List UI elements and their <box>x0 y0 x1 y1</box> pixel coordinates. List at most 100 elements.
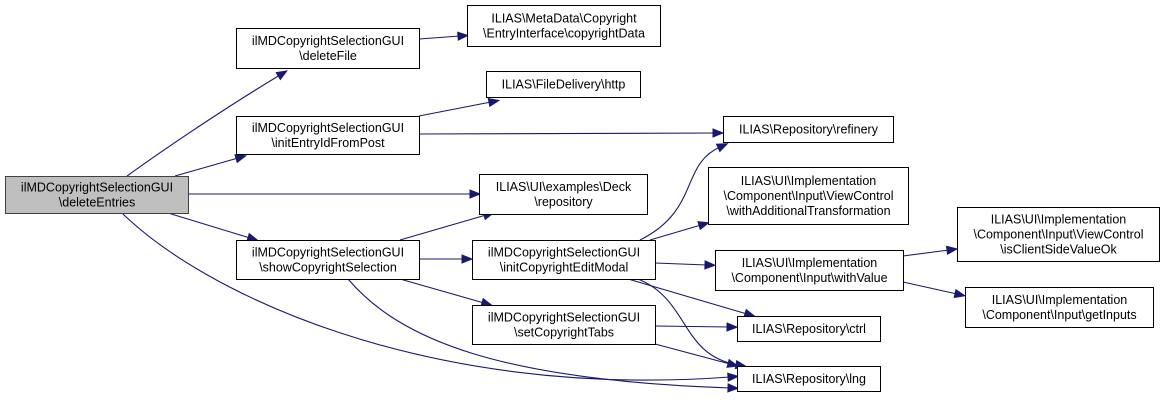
node-setCopyrightTabs[interactable]: ilMDCopyrightSelectionGUI\setCopyrightTa… <box>472 305 656 345</box>
node-label-line: ILIAS\UI\Implementation <box>742 256 878 270</box>
node-box[interactable] <box>965 287 1154 328</box>
arrowhead-icon <box>953 288 967 299</box>
edge-line <box>654 262 708 266</box>
arrowhead-icon <box>469 189 482 199</box>
edge-initCopyrightEditModal-to-withValue <box>654 260 717 270</box>
node-box[interactable] <box>467 5 661 47</box>
edge-showCopyrightSelection-to-deckRepository <box>399 211 495 241</box>
node-lng[interactable]: ILIAS\Repository\lng <box>737 366 881 392</box>
edge-line <box>399 278 485 304</box>
node-box[interactable] <box>737 366 881 392</box>
edge-line <box>654 343 731 365</box>
node-withValue[interactable]: ILIAS\UI\Implementation\Component\Input\… <box>715 250 904 291</box>
node-withAdditionalTransformation[interactable]: ILIAS\UI\Implementation\Component\Input\… <box>708 167 909 225</box>
node-label-line: \isClientSideValueOk <box>1000 243 1117 257</box>
arrowhead-icon <box>945 245 959 256</box>
node-initEntryIdFromPost[interactable]: ilMDCopyrightSelectionGUI\initEntryIdFro… <box>236 116 420 155</box>
edge-line <box>347 278 731 389</box>
edge-deleteEntries-to-initEntryIdFromPost <box>174 154 247 177</box>
edge-deleteEntries-to-lng <box>121 212 740 382</box>
edge-line <box>121 212 731 381</box>
edge-line <box>654 325 730 328</box>
node-label-line: ILIAS\UI\examples\Deck <box>496 180 632 194</box>
edge-line <box>902 249 950 257</box>
node-label-line: ilMDCopyrightSelectionGUI <box>488 311 640 325</box>
arrowhead-icon <box>487 97 501 108</box>
node-label-line: ILIAS\UI\Implementation <box>991 213 1127 227</box>
arrowhead-icon <box>712 128 725 138</box>
arrowhead-icon <box>275 70 289 81</box>
arrowhead-icon <box>726 358 740 368</box>
node-box[interactable] <box>236 28 420 69</box>
node-copyrightData[interactable]: ILIAS\MetaData\Copyright\EntryInterface\… <box>467 5 661 47</box>
node-label-line: ILIAS\UI\Implementation <box>741 174 877 188</box>
edge-line <box>418 132 716 135</box>
node-box[interactable] <box>715 250 904 291</box>
node-box[interactable] <box>236 116 420 155</box>
edge-deleteFile-to-copyrightData <box>418 31 470 41</box>
node-box[interactable] <box>479 174 648 215</box>
edge-line <box>167 212 251 239</box>
edge-showCopyrightSelection-to-initCopyrightEditModal <box>419 254 474 264</box>
node-box[interactable] <box>708 167 909 225</box>
node-label-line: ilMDCopyrightSelectionGUI <box>252 121 404 135</box>
node-label-line: ilMDCopyrightSelectionGUI <box>21 181 173 195</box>
edge-line <box>902 281 958 295</box>
edge-withValue-to-isClientSideValueOk <box>902 245 959 257</box>
node-box[interactable] <box>486 71 641 98</box>
edge-line <box>418 101 492 117</box>
node-label-line: ilMDCopyrightSelectionGUI <box>488 246 640 260</box>
edge-line <box>649 224 702 241</box>
node-refinery[interactable]: ILIAS\Repository\refinery <box>723 116 894 143</box>
arrowhead-icon <box>727 372 740 382</box>
node-box[interactable] <box>723 116 894 143</box>
node-box[interactable] <box>236 240 420 280</box>
edge-withValue-to-getInputs <box>902 281 967 299</box>
node-box[interactable] <box>472 305 656 345</box>
node-label-line: ILIAS\Repository\refinery <box>739 123 879 137</box>
edge-line <box>126 74 281 177</box>
node-label-line: ilMDCopyrightSelectionGUI <box>252 34 404 48</box>
node-label-line: \Component\Input\withValue <box>731 271 887 285</box>
node-box[interactable] <box>5 176 189 214</box>
edge-showCopyrightSelection-to-setCopyrightTabs <box>399 278 493 307</box>
edge-initCopyrightEditModal-to-refinery <box>639 143 729 241</box>
node-isClientSideValueOk[interactable]: ILIAS\UI\Implementation\Component\Input\… <box>957 207 1160 262</box>
node-showCopyrightSelection[interactable]: ilMDCopyrightSelectionGUI\showCopyrightS… <box>236 240 420 280</box>
node-box[interactable] <box>737 316 881 342</box>
edge-initCopyrightEditModal-to-withAdditionalTransformation <box>649 221 710 241</box>
edge-line <box>418 35 461 40</box>
node-deckRepository[interactable]: ILIAS\UI\examples\Deck\repository <box>479 174 648 215</box>
node-label-line: \deleteEntries <box>59 196 135 210</box>
node-http[interactable]: ILIAS\FileDelivery\http <box>486 71 641 98</box>
node-label-line: \setCopyrightTabs <box>514 326 614 340</box>
node-getInputs[interactable]: ILIAS\UI\Implementation\Component\Input\… <box>965 287 1154 328</box>
node-label-line: \repository <box>534 195 593 209</box>
node-label-line: \EntryInterface\copyrightData <box>483 27 645 41</box>
edge-setCopyrightTabs-to-lng <box>654 343 740 368</box>
nodes-layer: ilMDCopyrightSelectionGUI\deleteEntriesi… <box>5 5 1160 392</box>
node-label-line: \showCopyrightSelection <box>259 261 397 275</box>
edge-deleteEntries-to-deleteFile <box>126 70 289 177</box>
edge-setCopyrightTabs-to-ctrl <box>654 322 739 332</box>
node-label-line: ILIAS\Repository\ctrl <box>752 322 866 336</box>
arrowhead-icon <box>727 383 740 393</box>
node-deleteFile[interactable]: ilMDCopyrightSelectionGUI\deleteFile <box>236 28 420 69</box>
arrowhead-icon <box>726 322 739 332</box>
node-label-line: \withAdditionalTransformation <box>726 204 890 218</box>
node-label-line: ILIAS\UI\Implementation <box>992 293 1128 307</box>
node-ctrl[interactable]: ILIAS\Repository\ctrl <box>737 316 881 342</box>
edge-line <box>627 278 748 315</box>
edge-line <box>639 146 721 241</box>
node-label-line: \Component\Input\ViewControl <box>973 228 1143 242</box>
node-label-line: ilMDCopyrightSelectionGUI <box>252 246 404 260</box>
arrowhead-icon <box>704 260 717 270</box>
node-label-line: \initEntryIdFromPost <box>271 136 385 150</box>
node-box[interactable] <box>957 207 1160 262</box>
node-initCopyrightEditModal[interactable]: ilMDCopyrightSelectionGUI\initCopyrightE… <box>472 240 656 280</box>
arrowhead-icon <box>461 254 474 264</box>
edges-layer <box>121 31 967 393</box>
node-box[interactable] <box>472 240 656 280</box>
node-deleteEntries[interactable]: ilMDCopyrightSelectionGUI\deleteEntries <box>5 176 189 214</box>
